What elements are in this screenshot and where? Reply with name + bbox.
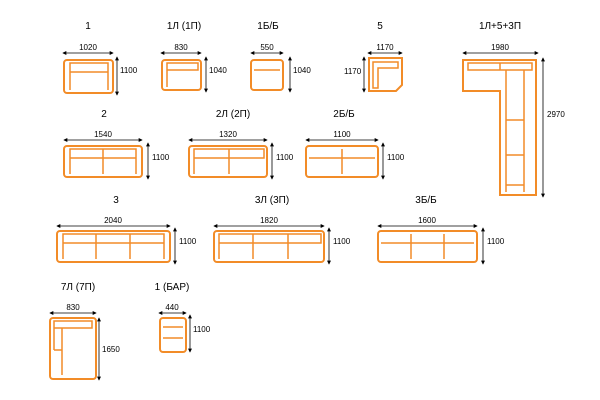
width-value: 550 [260,43,274,52]
module-label: 2 [101,109,107,120]
width-value: 1320 [219,130,237,139]
module-outline [56,230,171,263]
module-label: 1Л (1П) [167,21,201,32]
module-outline [161,59,202,91]
module-2l: 2Л (2П) 1320 1100 [188,109,294,180]
module-label: 7Л (7П) [61,282,95,293]
module-3l: 3Л (3П) 1820 1100 [213,195,351,265]
module-7l: 7Л (7П) 830 1650 [49,282,120,381]
module-label: 1Л+5+3П [479,21,521,32]
module-2: 2 1540 1100 [63,109,170,180]
module-label: 1 [85,21,91,32]
depth-value: 1040 [209,66,227,75]
width-value: 2040 [104,216,122,225]
module-label: 3Б/Б [415,195,437,206]
module-seat [69,148,137,174]
depth-value: 1100 [387,153,405,162]
module-seat [218,233,322,259]
module-seat [372,61,399,89]
module-3bb: 3Б/Б 1600 1100 [377,195,505,265]
module-outline [462,59,537,196]
module-bar: 1 (БАР) 440 1100 [155,282,211,353]
module-label: 3 [113,195,119,206]
depth-value: 1100 [193,325,211,334]
width-value: 1820 [260,216,278,225]
module-outline [250,59,284,91]
depth-value: 1650 [102,345,120,354]
width-value: 1600 [418,216,436,225]
depth-value: 1170 [344,67,362,76]
depth-value: 1100 [276,153,294,162]
width-value: 440 [165,303,179,312]
module-seat [381,234,474,259]
module-3: 3 2040 1100 [56,195,197,265]
module-1bb: 1Б/Б 550 1040 [250,21,311,93]
width-value: 1980 [491,43,509,52]
width-value: 1100 [333,130,351,139]
module-outline [49,317,97,380]
width-value: 830 [174,43,188,52]
module-outline [213,230,325,263]
module-seat [163,326,183,339]
module-outline [188,145,268,178]
module-seat [62,233,165,259]
module-outline [63,59,114,94]
module-outline [377,230,478,263]
depth-value: 1100 [152,153,170,162]
width-value: 1170 [376,43,394,52]
module-seat [69,62,109,90]
module-1: 1 1020 1100 [62,21,138,96]
module-seat [53,320,93,375]
module-1l: 1Л (1П) 830 1040 [160,21,227,93]
depth-value: 2970 [547,110,565,119]
module-label: 5 [377,21,383,32]
module-label: 1 (БАР) [155,282,190,293]
depth-value: 1100 [487,237,505,246]
depth-value: 1100 [179,237,197,246]
module-label: 2Б/Б [333,109,355,120]
module-5: 5 1170 1170 [344,21,403,93]
module-seat [309,149,375,174]
module-outline [368,57,403,92]
module-seat [193,148,265,174]
depth-value: 1040 [293,66,311,75]
width-value: 1020 [79,43,97,52]
depth-value: 1100 [120,66,138,75]
module-label: 3Л (3П) [255,195,289,206]
depth-value: 1100 [333,237,351,246]
module-label: 2Л (2П) [216,109,250,120]
module-label: 1Б/Б [257,21,279,32]
width-value: 830 [66,303,80,312]
module-seat [166,62,199,87]
width-value: 1540 [94,130,112,139]
module-corner-assembly: 1Л+5+3П 1980 2970 [462,21,565,198]
module-outline [159,317,187,353]
module-seat [467,62,533,192]
module-2bb: 2Б/Б 1100 1100 [305,109,405,180]
